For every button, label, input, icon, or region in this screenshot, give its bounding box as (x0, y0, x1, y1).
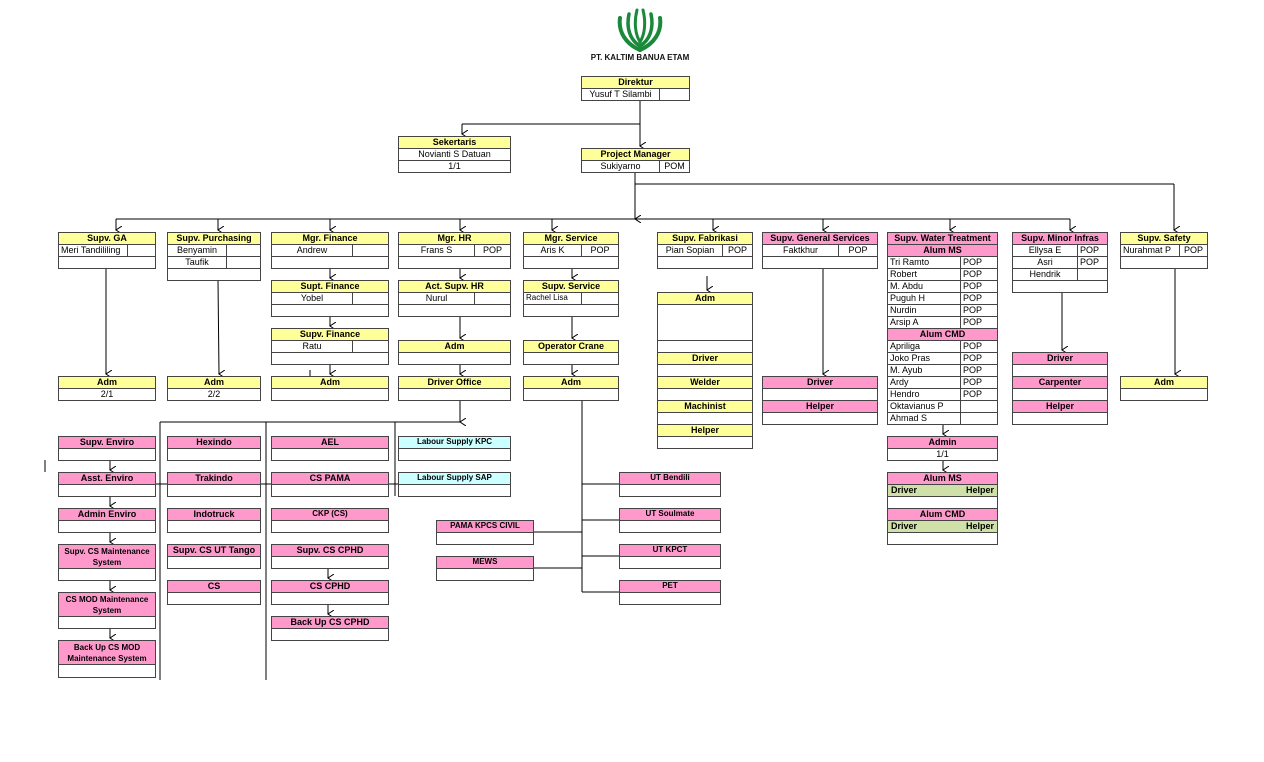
cs-cphd-row (271, 592, 389, 605)
trakindo-row (167, 484, 261, 497)
minor-empty-row (1012, 280, 1108, 293)
labour-kpc-row (398, 448, 511, 461)
purchasing-empty-row (167, 268, 261, 281)
crew-ms-driver: Driver (891, 485, 918, 495)
service-empty-row (523, 256, 619, 269)
direktur-name: Yusuf T Silambi (581, 88, 660, 101)
cs-pama-row (271, 484, 389, 497)
general-empty-row (762, 256, 878, 269)
hexindo-row (167, 448, 261, 461)
supv-enviro-row (58, 448, 156, 461)
hr-adm-row (398, 352, 511, 365)
pama-kpcs-row (436, 532, 534, 545)
fabrikasi-helper-row (657, 436, 753, 449)
operator-crane-row (523, 352, 619, 365)
finance-adm-row (271, 388, 389, 401)
driver-office-row (398, 388, 511, 401)
safety-empty-row (1120, 256, 1208, 269)
pm-name: Sukiyarno (581, 160, 660, 173)
supt-finance-empty-row (271, 304, 389, 317)
box-cs-mod-maintenance-system: CS MOD Maintenance System (58, 592, 156, 617)
ut-kpct-row (619, 556, 721, 569)
direktur-code-cell (659, 88, 690, 101)
alum-cmd-member-code (960, 412, 998, 425)
supv-cs-maintenance-row (58, 568, 156, 581)
ckp-cs-row (271, 520, 389, 533)
crew-cmd-empty-row (887, 532, 998, 545)
pet-row (619, 592, 721, 605)
finance-empty-row (271, 256, 389, 269)
crew-ms-roles: Driver Helper (887, 484, 998, 497)
water-admin-count: 1/1 (887, 448, 998, 461)
crew-cmd-driver: Driver (891, 521, 918, 531)
crew-ms-helper: Helper (965, 485, 994, 495)
supv-cs-ut-tango-row (167, 556, 261, 569)
alum-cmd-member-code: POP (960, 388, 998, 401)
supv-service-empty-row (523, 304, 619, 317)
supv-finance-empty-row (271, 352, 389, 365)
hr-empty-row (398, 256, 511, 269)
sekertaris-count: 1/1 (398, 160, 511, 173)
kaltim-leaf-logo-icon (617, 8, 663, 52)
act-supv-hr-empty-row (398, 304, 511, 317)
general-helper-row (762, 412, 878, 425)
safety-code: POP (1179, 244, 1208, 257)
cs-mod-maintenance-row (58, 616, 156, 629)
ut-soulmate-row (619, 520, 721, 533)
alum-cmd-member-name: Ahmad S (887, 412, 961, 425)
ael-row (271, 448, 389, 461)
cs-row (167, 592, 261, 605)
indotruck-row (167, 520, 261, 533)
pm-code: POM (659, 160, 690, 173)
supv-cs-cphd-row (271, 556, 389, 569)
backup-cs-mod-row (58, 664, 156, 678)
fabrikasi-empty-row (657, 256, 753, 269)
asst-enviro-row (58, 484, 156, 497)
ga-adm-count: 2/1 (58, 388, 156, 401)
box-backup-cs-mod-maintenance-system: Back Up CS MOD Maintenance System (58, 640, 156, 665)
crew-cmd-helper: Helper (965, 521, 994, 531)
purchasing-adm-count: 2/2 (167, 388, 261, 401)
box-supv-cs-maintenance-system: Supv. CS Maintenance System (58, 544, 156, 569)
labour-sap-row (398, 484, 511, 497)
service-adm-row (523, 388, 619, 401)
backup-cs-cphd-row (271, 628, 389, 641)
admin-enviro-row (58, 520, 156, 533)
ut-bendili-row (619, 484, 721, 497)
minor-helper-row (1012, 412, 1108, 425)
mews-row (436, 568, 534, 581)
company-name: PT. KALTIM BANUA ETAM (590, 53, 690, 62)
safety-adm-row (1120, 388, 1208, 401)
ga-empty-row (58, 256, 156, 269)
fabrikasi-adm-body (657, 304, 753, 341)
